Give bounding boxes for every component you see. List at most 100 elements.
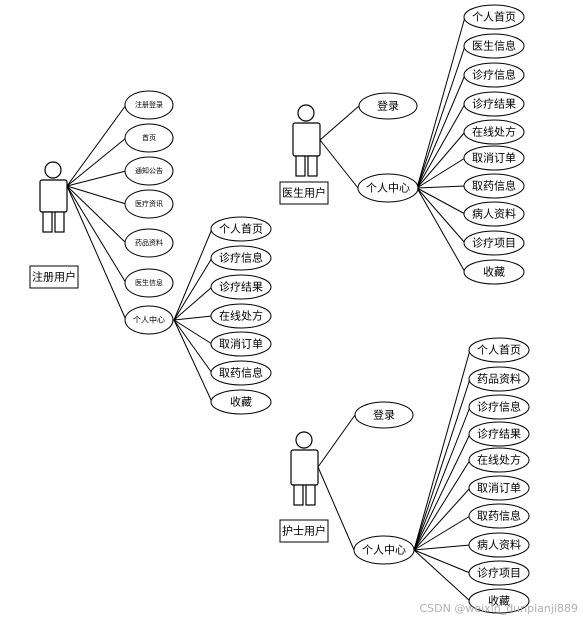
connector-doctor-personal-center bbox=[416, 157, 466, 189]
use-case-registered-1: 首页 bbox=[124, 123, 174, 153]
connector-nurse-personal-center bbox=[413, 459, 471, 551]
connector-nurse-personal-center bbox=[413, 549, 471, 602]
use-case-registered-0-shape bbox=[124, 90, 174, 120]
use-case-registered-pc-4-shape bbox=[210, 331, 272, 357]
use-case-registered-5-label: 医生信息 bbox=[135, 278, 163, 287]
use-case-nurse-pc-5: 取消订单 bbox=[468, 475, 530, 501]
use-case-doctor-pc-5: 取消订单 bbox=[463, 145, 525, 171]
use-case-registered-pc-2: 诊疗结果 bbox=[210, 274, 272, 300]
use-case-nurse-pc-7: 病人资料 bbox=[468, 532, 530, 558]
watermark: CSDN @weixin_dunpianji889 bbox=[419, 602, 578, 615]
use-case-nurse-pc-4-shape bbox=[468, 447, 530, 473]
use-case-doctor-pc-7-label: 病人资料 bbox=[472, 207, 516, 221]
use-case-registered-4-label: 药品资料 bbox=[135, 238, 163, 247]
use-case-doctor-pc-1-shape bbox=[463, 33, 525, 59]
use-case-registered-5: 医生信息 bbox=[124, 268, 174, 298]
actor-nurse-user-label: 护士用户 bbox=[282, 524, 326, 538]
connector-nurse-personal-center bbox=[413, 406, 471, 551]
use-case-registered-pc-1-label: 诊疗信息 bbox=[219, 251, 263, 265]
connector-registered-personal-center bbox=[173, 286, 213, 321]
use-case-doctor-pc-3-shape bbox=[463, 91, 525, 117]
use-case-doctor-pc-5-label: 取消订单 bbox=[472, 151, 516, 165]
actor-nurse-user-icon bbox=[290, 431, 319, 506]
use-case-nurse-pc-3-label: 诊疗结果 bbox=[477, 427, 521, 441]
use-case-registered-6: 个人中心 bbox=[124, 305, 174, 335]
use-case-registered-1-shape bbox=[124, 123, 174, 153]
use-case-registered-5-shape bbox=[124, 268, 174, 298]
actor-registered-user-label: 注册用户 bbox=[32, 270, 76, 284]
use-case-doctor-pc-2-label: 诊疗信息 bbox=[472, 68, 516, 82]
use-case-registered-pc-5-label: 取药信息 bbox=[219, 366, 263, 380]
use-case-doctor-pc-6-shape bbox=[463, 173, 525, 199]
use-case-doctor-pc-6-label: 取药信息 bbox=[472, 179, 516, 193]
use-case-nurse-pc-5-shape bbox=[468, 475, 530, 501]
use-case-doctor-pc-4-shape bbox=[463, 119, 525, 145]
use-case-registered-0-label: 注册登录 bbox=[135, 100, 163, 109]
use-case-registered-6-label: 个人中心 bbox=[133, 315, 165, 325]
use-case-registered-2-shape bbox=[124, 156, 174, 186]
actor-doctor-user-box bbox=[279, 181, 329, 205]
use-case-nurse-pc-4-label: 在线处方 bbox=[477, 453, 521, 467]
use-case-nurse-pc-8-shape bbox=[468, 560, 530, 586]
use-case-nurse-pc-6: 取药信息 bbox=[468, 503, 530, 529]
use-case-nurse-pc-7-shape bbox=[468, 532, 530, 558]
use-case-registered-4-shape bbox=[124, 228, 174, 258]
use-case-registered-0: 注册登录 bbox=[124, 90, 174, 120]
use-case-nurse-pc-3-shape bbox=[468, 421, 530, 447]
use-case-nurse-pc-9-shape bbox=[468, 588, 530, 614]
connector-doctor-personal-center bbox=[416, 103, 466, 189]
use-case-registered-pc-3-shape bbox=[210, 303, 272, 329]
use-case-nurse-pc-1-shape bbox=[468, 366, 530, 392]
connector-registered-user bbox=[66, 137, 127, 187]
use-case-nurse-pc-4: 在线处方 bbox=[468, 447, 530, 473]
connector-doctor-personal-center bbox=[416, 74, 466, 189]
use-case-nurse-pc-3: 诊疗结果 bbox=[468, 421, 530, 447]
use-case-doctor-pc-9-label: 收藏 bbox=[483, 265, 505, 279]
use-case-doctor-1: 个人中心 bbox=[357, 173, 419, 203]
use-case-registered-pc-4: 取消订单 bbox=[210, 331, 272, 357]
use-case-registered-pc-3-label: 在线处方 bbox=[219, 309, 263, 323]
use-case-nurse-pc-9-label: 收藏 bbox=[488, 594, 510, 608]
use-case-doctor-pc-8-label: 诊疗项目 bbox=[472, 236, 516, 250]
connector-doctor-personal-center bbox=[416, 45, 466, 189]
actor-registered-user-icon bbox=[39, 161, 68, 233]
connector-nurse-personal-center bbox=[413, 544, 471, 551]
use-case-doctor-pc-4: 在线处方 bbox=[463, 119, 525, 145]
use-case-nurse-0: 登录 bbox=[354, 401, 414, 429]
use-case-nurse-pc-7-label: 病人资料 bbox=[477, 538, 521, 552]
use-case-nurse-pc-2-shape bbox=[468, 394, 530, 420]
use-case-nurse-1-label: 个人中心 bbox=[362, 544, 406, 557]
connector-doctor-user bbox=[319, 105, 360, 141]
use-case-registered-pc-6-shape bbox=[210, 389, 272, 415]
use-case-doctor-1-shape bbox=[357, 173, 419, 203]
use-case-registered-pc-2-shape bbox=[210, 274, 272, 300]
connector-doctor-personal-center bbox=[416, 185, 466, 189]
use-case-registered-pc-4-label: 取消订单 bbox=[219, 337, 263, 351]
use-case-ellipses: 注册登录首页通知公告医疗资讯药品资料医生信息个人中心个人首页诊疗信息诊疗结果在线… bbox=[124, 4, 530, 614]
connector-lines bbox=[66, 16, 471, 602]
actor-doctor-user-label: 医生用户 bbox=[282, 186, 326, 200]
use-case-nurse-pc-1-label: 药品资料 bbox=[477, 372, 521, 386]
use-case-registered-pc-3: 在线处方 bbox=[210, 303, 272, 329]
actor-nurse-user-box bbox=[279, 519, 329, 543]
connector-registered-personal-center bbox=[173, 319, 213, 345]
use-case-registered-1-label: 首页 bbox=[142, 133, 156, 142]
use-case-registered-3-label: 医疗资讯 bbox=[135, 199, 163, 208]
use-case-doctor-0-shape bbox=[358, 92, 418, 120]
connector-nurse-personal-center bbox=[413, 378, 471, 551]
use-case-nurse-0-label: 登录 bbox=[373, 408, 395, 422]
connector-doctor-personal-center bbox=[416, 131, 466, 189]
use-case-registered-3-shape bbox=[124, 189, 174, 219]
use-case-registered-pc-5-shape bbox=[210, 360, 272, 386]
use-case-doctor-pc-2: 诊疗信息 bbox=[463, 62, 525, 88]
connector-registered-personal-center bbox=[173, 315, 213, 321]
connector-registered-user bbox=[66, 185, 127, 321]
use-case-doctor-pc-9-shape bbox=[463, 259, 525, 285]
connector-nurse-personal-center bbox=[413, 433, 471, 551]
use-case-registered-2-label: 通知公告 bbox=[135, 166, 163, 175]
use-case-registered-6-shape bbox=[124, 305, 174, 335]
use-case-nurse-pc-5-label: 取消订单 bbox=[477, 481, 521, 495]
use-case-nurse-pc-8: 诊疗项目 bbox=[468, 560, 530, 586]
use-case-nurse-pc-1: 药品资料 bbox=[468, 366, 530, 392]
